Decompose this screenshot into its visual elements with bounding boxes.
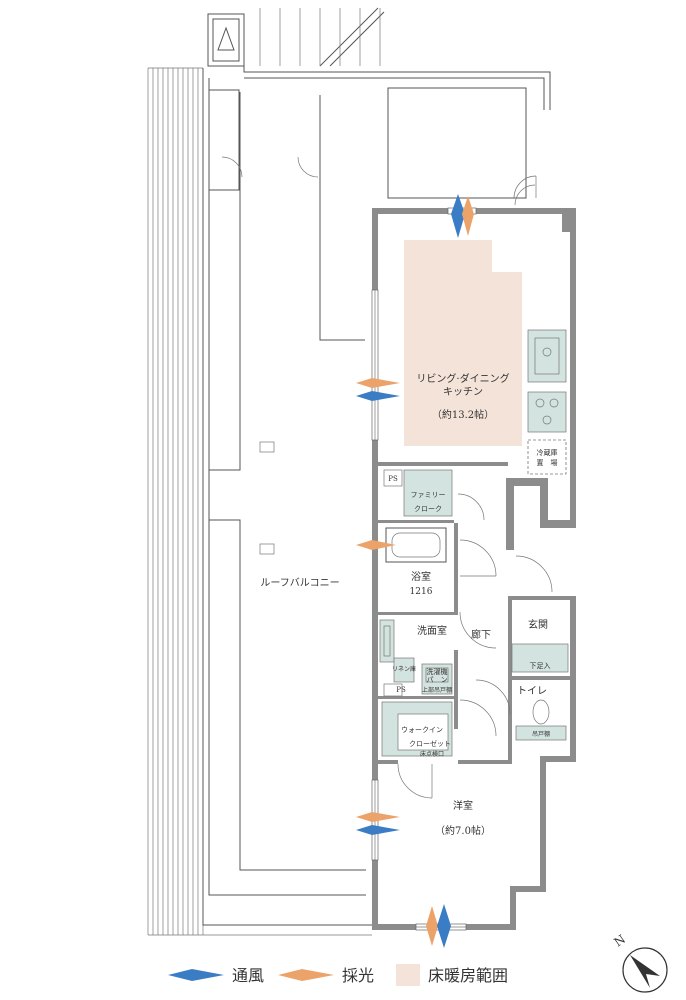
washer-label-1: 洗濯機 [427,667,448,676]
ventilation-arrow [437,904,451,948]
shoe-box [511,643,569,673]
legend-floor-heating-label: 床暖房範囲 [428,966,508,985]
upper-neighbour [221,87,537,199]
toilet-storage-label: 吊戸棚 [532,730,550,738]
closet-door-swing [457,493,485,521]
family-closet-label-1: ファミリー [411,491,446,499]
legend-floor-heating-swatch [396,964,420,986]
washer-label-2: パ ン [427,676,448,684]
ventilation-arrow [451,194,465,238]
shoe-box-label: 下足入 [530,662,551,670]
door-swings [397,184,553,799]
ps-top-box [383,469,403,487]
walkin-closet [381,701,453,757]
legend: 通風 採光 床暖房範囲 [168,964,508,986]
compass: N [611,932,668,993]
bath-label: 浴室 [411,570,431,583]
linen-label: リネン庫 [392,665,416,673]
compass-needle [630,955,660,988]
ventilation-arrow [356,391,400,401]
fridge-label-2: 置 場 [537,458,558,467]
fridge-label-1: 冷蔵庫 [537,448,558,457]
western-room-label: 洋室 [453,799,473,812]
hallway-label: 廊下 [471,628,491,641]
family-closet-label-2: クローク [414,505,442,513]
legend-daylight-swatch [278,969,334,981]
floor-heating-area [404,240,522,446]
daylight-arrow [356,378,400,388]
balcony-outline [202,68,372,926]
ventilation-arrow [356,825,400,835]
daylight-arrow [356,812,400,822]
washroom-fixtures [379,619,453,697]
ldk-area: （約13.2帖） [432,408,494,421]
kitchen-counter [527,329,567,475]
walkin-label-2: クローゼット [409,739,451,748]
upper-storage-label: 上部吊戸棚 [422,686,452,694]
ps-bottom-label: PS [396,686,406,694]
stair-shaft [207,7,551,110]
toilet-fixture [515,699,567,741]
balcony-railing [147,67,372,936]
legend-ventilation-label: 通風 [232,966,264,985]
toilet-label: トイレ [517,686,547,697]
daylight-arrow [462,196,474,236]
walkin-label-1: ウォークイン [401,726,443,734]
legend-daylight-label: 採光 [342,966,374,985]
ldk-label-2: キッチン [443,386,483,398]
ps-top-label: PS [388,475,398,483]
entrance-label: 玄関 [528,618,548,631]
roof-balcony-label: ルーフバルコニー [260,577,339,589]
legend-ventilation-swatch [168,969,224,981]
family-closet [403,469,453,517]
walkin-label-3: 床点検口 [420,750,444,758]
arrows [356,194,474,948]
western-room-area: （約7.0帖） [435,824,491,837]
unit-walls [372,208,576,930]
washroom-label: 洗面室 [417,624,447,637]
daylight-arrow [356,540,396,550]
ldk-label-1: リビング·ダイニング [416,372,509,385]
daylight-arrow [426,906,438,946]
compass-north-label: N [611,932,628,949]
bath-size: 1216 [410,587,433,597]
